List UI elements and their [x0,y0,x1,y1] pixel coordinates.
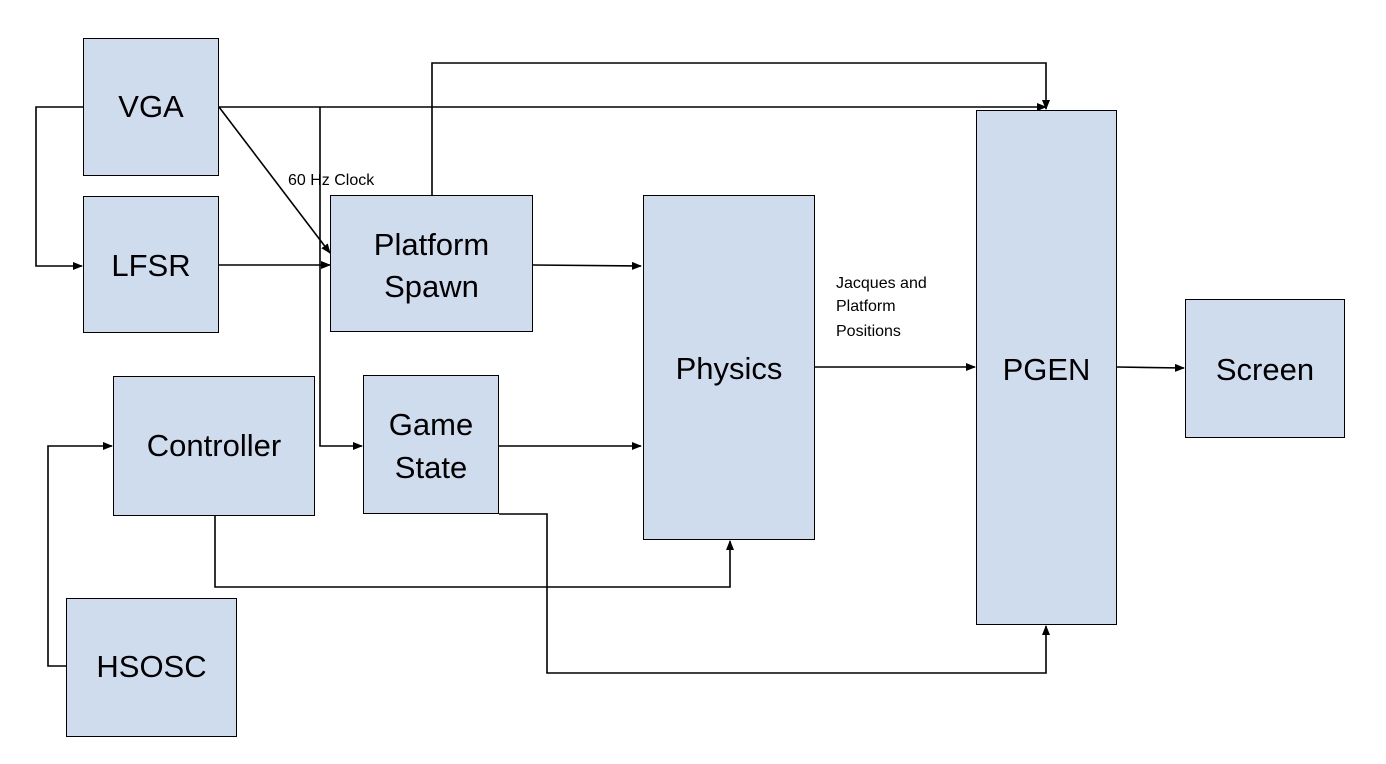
vga-label: VGA [118,89,184,124]
positions-annotation-line2: Platform [836,298,896,315]
clock-bus-wire [319,107,363,450]
vga-block [83,38,219,176]
physics-block [643,195,815,540]
vga-to-lfsr-wire [35,106,83,270]
lfsr-block [83,196,219,333]
hsosc-label: HSOSC [96,649,207,684]
screen-block [1185,299,1345,438]
game-state-to-pgen-wire [499,513,1050,674]
platform-spawn-to-pgen-wire [431,62,1050,195]
controller-to-physics-wire [214,516,734,588]
screen-label: Screen [1215,352,1315,387]
pgen-to-screen-wire [1116,363,1185,372]
game-state-block [363,375,499,514]
pgen-label: PGEN [1002,352,1091,387]
controller-label: Controller [146,428,282,463]
lfsr-label: LFSR [111,248,191,283]
positions-annotation-line3: Positions [836,323,901,340]
hsosc-to-controller-wire [47,442,113,667]
platform-spawn-block [330,195,533,332]
physics-label: Physics [675,351,783,386]
hsosc-block [66,598,237,737]
game-state-label-line2: State [394,450,468,485]
positions-annotation-line1: Jacques and [836,275,927,292]
controller-block [113,376,315,516]
pgen-block [976,110,1117,625]
game-state-label-line1: Game [388,407,474,442]
clock-annotation: 60 Hz Clock [288,172,375,189]
platform-spawn-label-line1: Platform [373,227,490,262]
vga-to-platform-spawn-clock-wire [218,106,331,254]
platform-spawn-label-line2: Spawn [384,269,479,304]
platform-spawn-to-physics-wire [532,261,642,270]
